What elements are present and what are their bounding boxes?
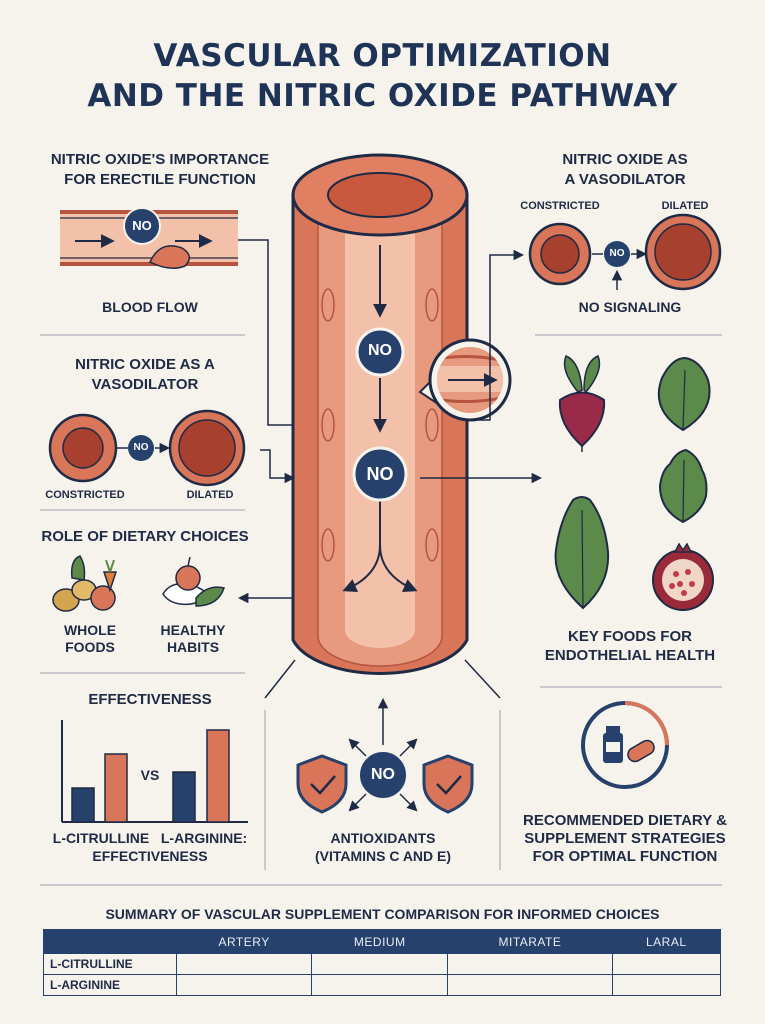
table-cell: [175, 953, 313, 975]
table-cell: [611, 974, 722, 996]
constricted-vessel-icon: [528, 222, 592, 286]
column-header: MITARATE: [447, 929, 613, 954]
table-cell: [611, 953, 722, 975]
strategies-caption-line1: RECOMMENDED DIETARY &: [523, 812, 727, 829]
page-title-line1: VASCULAR OPTIMIZATION: [153, 38, 612, 74]
citrulline-bar-2: [104, 753, 128, 823]
dilated-vessel-icon: [644, 213, 722, 291]
effectiveness-heading: EFFECTIVENESS: [88, 691, 212, 708]
healthy-habits-label-line1: HEALTHY: [160, 622, 226, 638]
no-label: NO: [366, 464, 394, 484]
no-label: NO: [133, 442, 149, 453]
effectiveness-caption-line2: EFFECTIVENESS: [92, 848, 208, 864]
whole-foods-icon: [52, 555, 118, 612]
artery-tube: [291, 153, 469, 675]
table-row: L-CITRULLINE: [43, 953, 722, 975]
table-cell: [447, 974, 613, 996]
antioxidants-caption-line1: ANTIOXIDANTS: [330, 830, 436, 846]
dilated-vessel-icon: [168, 409, 246, 487]
column-header: ARTERY: [175, 929, 313, 954]
constricted-label: CONSTRICTED: [520, 200, 600, 212]
vasodilator-left-heading-line1: NITRIC OXIDE AS A: [75, 356, 215, 373]
table-cell: [447, 953, 613, 975]
spinach-leaf-icon: [657, 356, 711, 432]
strategies-caption-line3: FOR OPTIMAL FUNCTION: [532, 848, 718, 865]
no-label: NO: [609, 248, 625, 259]
importance-heading-line2: FOR ERECTILE FUNCTION: [64, 171, 256, 188]
column-header: LARAL: [611, 929, 722, 954]
importance-heading-line1: NITRIC OXIDE'S IMPORTANCE: [50, 151, 270, 168]
no-molecule-icon: [358, 750, 408, 800]
shield-check-icon: [422, 754, 474, 814]
no-label: NO: [368, 342, 392, 359]
arginine-bar-1: [172, 771, 196, 823]
supplement-icon: [581, 701, 669, 789]
no-label: NO: [371, 766, 395, 783]
row-label: L-ARGININE: [43, 974, 177, 996]
no-molecule-icon: [604, 241, 630, 267]
no-molecule-icon: [352, 446, 408, 502]
arginine-bar-2: [206, 729, 230, 823]
effectiveness-caption-line1: L-CITRULLINE L-ARGININE:: [52, 830, 248, 846]
constricted-vessel-icon: [48, 413, 118, 483]
arugula-leaf-icon: [554, 496, 610, 610]
vs-label: VS: [140, 767, 160, 783]
constricted-label: CONSTRICTED: [45, 489, 125, 501]
column-header: MEDIUM: [311, 929, 449, 954]
pomegranate-icon: [652, 542, 714, 611]
effectiveness-chart: [61, 720, 248, 823]
no-label: NO: [132, 218, 152, 233]
key-foods-caption-line1: KEY FOODS FOR: [568, 628, 692, 645]
table-cell: [175, 974, 313, 996]
summary-heading: SUMMARY OF VASCULAR SUPPLEMENT COMPARISO…: [105, 906, 660, 922]
vasodilator-left-heading-line2: VASODILATOR: [91, 376, 199, 393]
dilated-label: DILATED: [186, 489, 234, 501]
row-label: L-CITRULLINE: [43, 953, 177, 975]
no-molecule-icon: [355, 327, 405, 377]
shield-check-icon: [296, 754, 348, 814]
column-header: [43, 929, 177, 954]
dilated-label: DILATED: [661, 200, 709, 212]
vasodilator-heading-line1: NITRIC OXIDE AS: [562, 151, 688, 168]
no-signaling-caption: NO SIGNALING: [578, 299, 682, 315]
table-row: L-ARGININE: [43, 974, 722, 996]
whole-foods-label-line1: WHOLE: [63, 622, 117, 638]
comparison-table: ARTERY MEDIUM MITARATE LARAL L-CITRULLIN…: [43, 929, 722, 996]
vasodilator-heading-line2: A VASODILATOR: [564, 171, 686, 188]
antioxidants-caption-line2: (VITAMINS C AND E): [314, 848, 452, 864]
no-molecule-icon: [128, 435, 154, 461]
healthy-habits-label-line2: HABITS: [166, 639, 220, 655]
kale-leaf-icon: [658, 448, 708, 524]
table-cell: [311, 974, 449, 996]
whole-foods-label-line2: FOODS: [65, 639, 115, 655]
blood-flow-caption: BLOOD FLOW: [102, 299, 198, 315]
key-foods-caption-line2: ENDOTHELIAL HEALTH: [544, 647, 716, 664]
beet-icon: [558, 355, 606, 452]
dietary-heading: ROLE OF DIETARY CHOICES: [41, 528, 249, 545]
healthy-habits-icon: [162, 556, 225, 607]
blood-vessel-diagram: [60, 207, 238, 269]
page-title-line2: AND THE NITRIC OXIDE PATHWAY: [87, 78, 678, 114]
citrulline-bar-1: [71, 787, 95, 823]
table-cell: [311, 953, 449, 975]
strategies-caption-line2: SUPPLEMENT STRATEGIES: [524, 830, 726, 847]
table-header-row: ARTERY MEDIUM MITARATE LARAL: [43, 929, 722, 954]
